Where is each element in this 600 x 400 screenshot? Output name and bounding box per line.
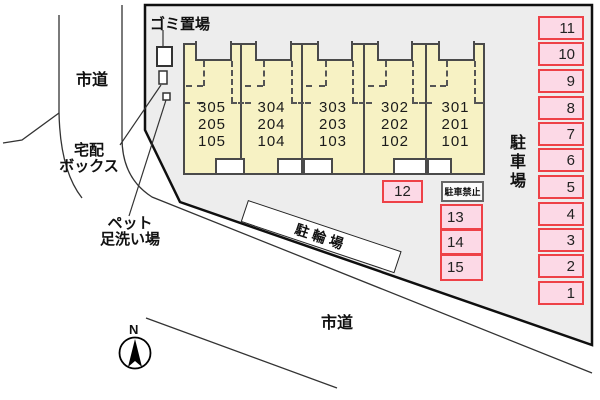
delivery-box-label: 宅配 ボックス — [59, 142, 119, 175]
delivery-box — [158, 70, 168, 85]
entrance — [393, 158, 427, 173]
unit-dashed-line — [412, 61, 414, 103]
unit-divider — [363, 45, 365, 173]
room-number: 301 — [441, 99, 470, 116]
parking-stall: 3 — [538, 228, 584, 252]
unit-dashed-line — [263, 61, 265, 86]
roof-notch — [255, 41, 292, 61]
room-number: 302 — [380, 99, 410, 116]
unit-dashed-line — [474, 102, 484, 104]
unit-dashed-line — [291, 102, 311, 104]
unit-dashed-line — [245, 85, 263, 87]
parking-stall: 11 — [538, 16, 584, 40]
pet-wash-box — [162, 92, 171, 101]
compass-needle-icon — [128, 339, 142, 367]
parking-stall: 9 — [538, 69, 584, 93]
garbage-box — [156, 46, 173, 67]
unit-dashed-line — [291, 61, 293, 103]
room-number: 305 — [197, 99, 227, 116]
room-number: 105 — [197, 133, 227, 150]
parking-stall: 7 — [538, 122, 584, 146]
road-left-label: 市道 — [76, 72, 109, 89]
entrance — [303, 158, 333, 173]
unit-dashed-line — [446, 61, 448, 86]
entrance — [277, 158, 303, 173]
parking-stall: 13 — [440, 204, 483, 230]
room-number: 304 — [257, 99, 286, 116]
road-left-outer-edge — [58, 15, 83, 199]
roof-notch — [195, 41, 232, 61]
road-left-corner-line — [2, 112, 60, 144]
unit-dashed-line — [231, 102, 251, 104]
delivery-box-leader-line — [119, 84, 162, 146]
pet-wash-leader-line — [128, 99, 167, 217]
unit-divider — [301, 45, 303, 173]
unit-dashed-line — [430, 85, 446, 87]
unit-dashed-line — [352, 102, 372, 104]
unit-room-numbers: 301 201 101 — [426, 99, 485, 150]
parking-stall: 12 — [382, 180, 423, 203]
unit-dashed-line — [385, 61, 387, 86]
parking-lot-label: 駐車場 — [507, 134, 524, 191]
room-number: 202 — [380, 116, 410, 133]
road-inner-edge — [121, 5, 593, 374]
room-number: 205 — [197, 116, 227, 133]
unit-dashed-line — [368, 85, 385, 87]
unit-dashed-line — [306, 85, 325, 87]
pet-wash-label: ペット 足洗い場 — [99, 215, 160, 248]
room-number: 201 — [441, 116, 470, 133]
road-bottom-outer-edge — [145, 317, 338, 389]
room-number: 102 — [380, 133, 410, 150]
unit-dashed-line — [352, 61, 354, 103]
unit-room-numbers: 303 203 103 — [302, 99, 364, 150]
no-parking-sign: 駐車禁止 — [441, 181, 484, 202]
unit-room-numbers: 302 202 102 — [364, 99, 426, 150]
unit-room-numbers: 304 204 104 — [241, 99, 302, 150]
parking-stall: 5 — [538, 175, 584, 199]
parking-stall: 1 — [538, 281, 584, 305]
unit-room-numbers: 305 205 105 — [183, 99, 241, 150]
road-bottom-label: 市道 — [321, 315, 354, 332]
unit-dashed-line — [474, 61, 476, 103]
unit-divider — [425, 45, 427, 173]
unit-divider — [240, 45, 242, 173]
room-number: 103 — [318, 133, 348, 150]
room-number: 104 — [257, 133, 286, 150]
compass-north-label: N — [129, 322, 139, 337]
unit-dashed-line — [231, 61, 233, 103]
parking-stall: 10 — [538, 42, 584, 66]
roof-notch — [438, 41, 475, 61]
entrance — [215, 158, 245, 173]
roof-notch — [377, 41, 413, 61]
unit-dashed-line — [412, 102, 432, 104]
parking-stall: 14 — [440, 229, 483, 255]
parking-stall: 4 — [538, 202, 584, 226]
unit-dashed-line — [325, 61, 327, 86]
room-number: 101 — [441, 133, 470, 150]
parking-stall: 15 — [440, 254, 483, 281]
parking-stall: 6 — [538, 148, 584, 172]
unit-dashed-line — [203, 61, 205, 86]
unit-dashed-line — [186, 85, 203, 87]
entrance — [427, 158, 452, 173]
garbage-area-label: ゴミ置場 — [150, 16, 211, 33]
unit-dashed-line — [184, 102, 203, 104]
room-number: 203 — [318, 116, 348, 133]
roof-notch — [317, 41, 353, 61]
room-number: 204 — [257, 116, 286, 133]
parking-stall: 8 — [538, 96, 584, 120]
room-number: 303 — [318, 99, 348, 116]
parking-stall: 2 — [538, 254, 584, 278]
